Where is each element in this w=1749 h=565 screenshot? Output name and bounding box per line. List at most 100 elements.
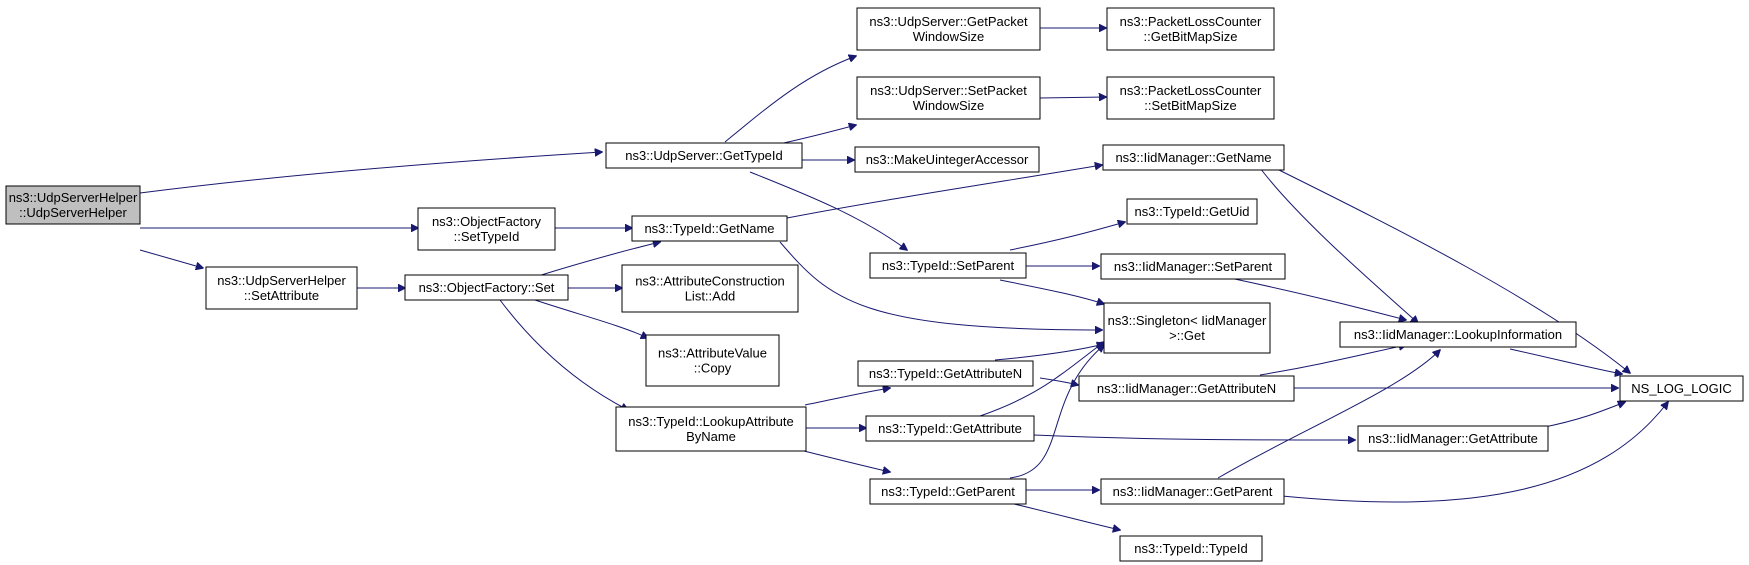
node-iid-lookupinfo[interactable]: ns3::IidManager::LookupInformation [1339,321,1577,348]
node-label: WindowSize [913,98,985,113]
node-label: ::Copy [694,361,732,376]
node-box [417,207,556,251]
edge-iid-getattribute-to-nslog [1539,402,1625,429]
node-box [645,334,780,387]
node-plc-getbitmap[interactable]: ns3::PacketLossCounter::GetBitMapSize [1106,7,1275,51]
node-box [1100,253,1286,280]
node-box [631,215,788,242]
node-label: ns3::IidManager::GetName [1115,150,1271,165]
node-label: ns3::AttributeValue [658,346,767,361]
node-box [5,185,141,225]
node-label: ::GetBitMapSize [1144,29,1238,44]
edge-gettypeid-to-setparent [749,171,907,250]
node-box [1126,198,1258,225]
edge-getparent-to-singleton [1009,345,1104,479]
node-box [205,266,358,310]
node-plc-setbitmap[interactable]: ns3::PacketLossCounter::SetBitMapSize [1106,76,1275,120]
node-label: ns3::AttributeConstruction [635,274,785,289]
node-box [1106,7,1275,51]
node-root[interactable]: ns3::UdpServerHelper::UdpServerHelper [5,185,141,225]
node-iid-getparent[interactable]: ns3::IidManager::GetParent [1100,478,1285,505]
node-attrvalue-copy[interactable]: ns3::AttributeValue::Copy [645,334,780,387]
node-box [854,146,1040,173]
node-iid-getattribute[interactable]: ns3::IidManager::GetAttribute [1357,425,1549,452]
node-box [1357,425,1549,452]
node-ns-log-logic[interactable]: NS_LOG_LOGIC [1619,375,1744,402]
node-label: ns3::ObjectFactory::Set [419,280,555,295]
edge-setwindow-to-plc-setbitmap [1039,97,1106,98]
node-label: ns3::TypeId::LookupAttribute [628,414,794,429]
node-box [404,274,569,301]
node-label: ns3::IidManager::LookupInformation [1354,327,1562,342]
node-label: ::SetTypeId [454,229,520,244]
node-label: ByName [686,429,736,444]
node-label: ns3::IidManager::GetAttributeN [1097,381,1276,396]
edge-iid-getattributen-to-lookupinfo [1259,345,1406,376]
edge-getattribute-to-iid-getattribute [1033,434,1355,440]
node-label: ns3::IidManager::SetParent [1114,259,1273,274]
node-label: ns3::PacketLossCounter [1120,83,1262,98]
node-singleton-get[interactable]: ns3::Singleton< IidManager>::Get [1103,302,1271,354]
node-label: ::SetAttribute [244,288,319,303]
node-iid-setparent[interactable]: ns3::IidManager::SetParent [1100,253,1286,280]
node-udpserverhelper-setattribute[interactable]: ns3::UdpServerHelper::SetAttribute [205,266,358,310]
node-typeid-getname[interactable]: ns3::TypeId::GetName [631,215,788,242]
node-objectfactory-settypeid[interactable]: ns3::ObjectFactory::SetTypeId [417,207,556,251]
node-label: ns3::TypeId::GetName [644,221,774,236]
node-typeid-setparent[interactable]: ns3::TypeId::SetParent [869,252,1027,279]
node-box [1102,144,1285,171]
node-typeid-getparent[interactable]: ns3::TypeId::GetParent [869,478,1027,505]
node-label: ns3::TypeId::GetParent [881,484,1015,499]
edges [139,28,1668,530]
edge-set-to-lookupattribute [499,299,628,410]
edge-root-to-udpserver-gettypeid [139,152,602,194]
node-box [605,142,803,169]
edge-getattribute-to-singleton [979,342,1104,417]
node-box [869,252,1027,279]
edge-setparent-to-singleton [999,279,1104,304]
node-box [1119,535,1263,562]
node-label: ::UdpServerHelper [19,205,127,220]
node-makeuinteger[interactable]: ns3::MakeUintegerAccessor [854,146,1040,173]
node-iid-getattributen[interactable]: ns3::IidManager::GetAttributeN [1078,375,1295,402]
node-box [865,415,1035,442]
node-box [621,264,799,313]
node-typeid-getuid[interactable]: ns3::TypeId::GetUid [1126,198,1258,225]
node-iid-getname[interactable]: ns3::IidManager::GetName [1102,144,1285,171]
node-label: ::SetBitMapSize [1144,98,1237,113]
edge-gettypeid-to-getwindow [724,56,856,143]
node-label: NS_LOG_LOGIC [1631,381,1731,396]
node-box [1103,302,1271,354]
edge-lookupattribute-to-getparent [799,449,890,472]
node-label: WindowSize [913,29,985,44]
edge-typeid-getname-to-iid-getname [786,165,1102,219]
node-box [1619,375,1744,402]
edge-lookupattribute-to-getattributen [804,388,890,406]
edge-setparent-to-getuid [1009,222,1125,251]
node-typeid-typeid[interactable]: ns3::TypeId::TypeId [1119,535,1263,562]
node-box [1339,321,1577,348]
node-label: ns3::TypeId::GetUid [1135,204,1250,219]
edge-root-to-udpserverhelper-setattribute [139,249,203,268]
node-box [1106,76,1275,120]
node-label: ns3::TypeId::GetAttribute [878,421,1022,436]
node-label: ns3::MakeUintegerAccessor [866,152,1029,167]
node-label: ns3::UdpServer::SetPacket [870,83,1027,98]
node-typeid-getattributen[interactable]: ns3::TypeId::GetAttributeN [857,360,1034,387]
node-udpserver-gettypeid[interactable]: ns3::UdpServer::GetTypeId [605,142,803,169]
edge-set-to-typeid-getname [537,242,660,277]
node-objectfactory-set[interactable]: ns3::ObjectFactory::Set [404,274,569,301]
node-typeid-getattribute[interactable]: ns3::TypeId::GetAttribute [865,415,1035,442]
node-label: ns3::UdpServerHelper [217,273,346,288]
node-box [856,7,1041,51]
node-box [1078,375,1295,402]
edge-iid-getparent-to-lookupinfo [1217,350,1440,479]
node-label: ns3::ObjectFactory [432,214,542,229]
node-label: ns3::PacketLossCounter [1120,14,1262,29]
edge-set-to-attrvalue-copy [534,299,648,338]
